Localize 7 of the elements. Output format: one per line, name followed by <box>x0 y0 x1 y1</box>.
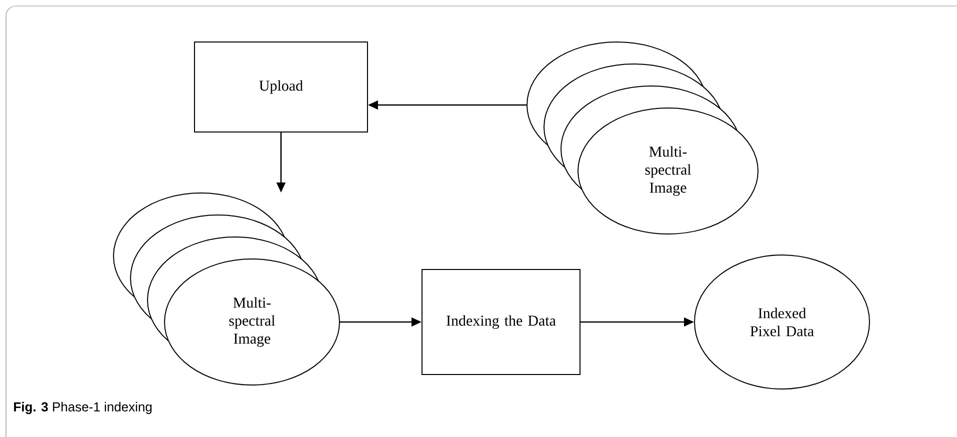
stacked-ellipses: Multi-spectral Image <box>113 192 340 386</box>
process-box: Upload <box>194 42 368 132</box>
figure-caption: Fig. 3 Phase-1 indexing <box>14 402 152 414</box>
ellipse-node: Indexed Pixel Data <box>694 254 870 390</box>
stacked-ellipses: Multi-spectral Image <box>526 42 758 234</box>
process-box: Indexing the Data <box>422 269 580 375</box>
node-label: Image <box>650 182 686 196</box>
